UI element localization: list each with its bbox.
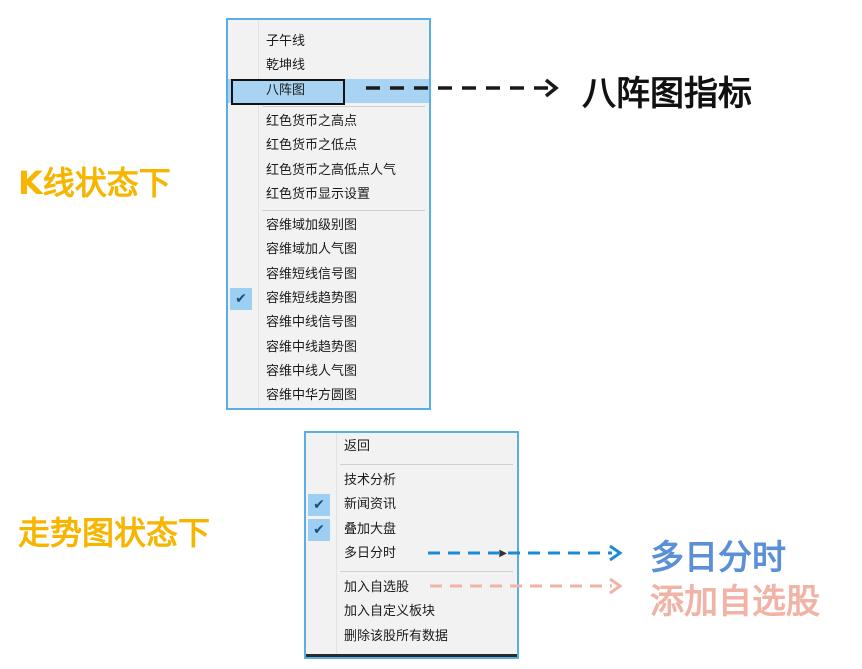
menu-item-label: 技术分析 [344, 472, 397, 488]
menu-item[interactable]: 红色货币之高低点人气 [228, 159, 429, 183]
add-watch-annotation: 添加自选股 [650, 582, 820, 622]
add-watch-arrow-head [609, 577, 623, 595]
kline-context-menu: 子午线乾坤线八阵图红色货币之高点红色货币之低点红色货币之高低点人气红色货币显示设… [226, 18, 431, 410]
menu-item[interactable]: 红色货币显示设置 [228, 183, 429, 207]
menu-item[interactable]: 技术分析 [306, 469, 517, 493]
menu-item-label: 新闻资讯 [344, 497, 397, 512]
menu-item[interactable]: 加入自定义板块 [306, 600, 517, 624]
bazhen-arrow-head [544, 78, 559, 98]
menu-item[interactable]: 乾坤线 [228, 54, 429, 78]
menu-item[interactable]: 容维域加级别图 [228, 214, 429, 238]
check-icon: ✔ [230, 288, 252, 310]
menu-item[interactable]: 容维中线人气图 [228, 360, 429, 384]
check-icon: ✔ [308, 494, 330, 516]
menu-item[interactable]: 加入自选股 [306, 576, 517, 600]
menu-item-label: 返回 [344, 439, 371, 454]
menu-item-label: 删除该股所有数据 [344, 628, 449, 644]
check-icon: ✔ [308, 518, 330, 541]
menu-item-label: 加入自选股 [344, 579, 410, 595]
menu-bottom-border [306, 654, 517, 657]
menu-gutter [258, 20, 259, 408]
menu-item-label: 红色货币显示设置 [266, 186, 371, 202]
menu-item-label: 容维域加级别图 [266, 218, 358, 234]
menu-item-label: 乾坤线 [266, 58, 306, 74]
menu-item-label: 容维中线趋势图 [266, 339, 358, 355]
menu-item[interactable]: 子午线 [228, 30, 429, 54]
submenu-arrow-icon: ▶ [499, 548, 507, 559]
bazhen-annotation: 八阵图指标 [582, 74, 752, 114]
multi-day-arrow-head [609, 544, 623, 562]
menu-item-label: 子午线 [266, 34, 306, 49]
menu-item[interactable]: 容维中线趋势图 [228, 336, 429, 360]
menu-item[interactable]: 容维域加人气图 [228, 238, 429, 262]
menu-item[interactable]: 多日分时 ▶ [306, 542, 517, 566]
menu-separator [340, 463, 513, 465]
menu-item-label: 容维中线信号图 [266, 315, 358, 331]
menu-item[interactable]: ✔ 容维短线趋势图 [228, 287, 429, 311]
menu-item-label: 容维短线信号图 [266, 266, 358, 282]
menu-item[interactable]: 容维中华方圆图 [228, 384, 429, 408]
menu-item-label: 加入自定义板块 [344, 604, 436, 619]
menu-item-label: 容维中线人气图 [266, 363, 358, 379]
trend-context-menu: 返回技术分析 ✔ 新闻资讯 ✔ 叠加大盘多日分时 ▶ 加入自选股加入自定义板块删除该股所有数… [304, 431, 519, 659]
multi-day-annotation: 多日分时 [650, 538, 786, 578]
menu-item[interactable]: 容维中线信号图 [228, 311, 429, 335]
menu-item[interactable]: ✔ 新闻资讯 [306, 493, 517, 517]
menu-item[interactable]: 红色货币之低点 [228, 134, 429, 158]
menu-gutter [336, 433, 337, 657]
menu-separator [262, 105, 425, 107]
menu-item[interactable]: 删除该股所有数据 [306, 625, 517, 649]
menu-item-label: 红色货币之高低点人气 [266, 162, 397, 178]
menu-separator [340, 570, 513, 572]
menu-item[interactable]: 八阵图 [228, 78, 429, 105]
menu-separator [262, 210, 425, 212]
menu-item-label: 容维短线趋势图 [266, 291, 358, 306]
menu-item-label: 八阵图 [266, 82, 306, 98]
highlight-frame [231, 78, 345, 105]
menu-item-label: 叠加大盘 [344, 521, 397, 537]
menu-item-label: 红色货币之低点 [266, 138, 358, 154]
menu-item-label: 容维域加人气图 [266, 242, 358, 258]
trend-state-label: 走势图状态下 [18, 514, 211, 552]
menu-item-label: 多日分时 [344, 546, 397, 561]
menu-item[interactable]: 容维短线信号图 [228, 263, 429, 287]
menu-item[interactable]: 红色货币之高点 [228, 110, 429, 134]
menu-item[interactable]: 返回 [306, 435, 517, 459]
menu-item-label: 红色货币之高点 [266, 113, 358, 129]
menu-item-label: 容维中华方圆图 [266, 388, 358, 404]
menu-item[interactable]: ✔ 叠加大盘 [306, 518, 517, 542]
kline-state-label: K线状态下 [18, 164, 171, 202]
